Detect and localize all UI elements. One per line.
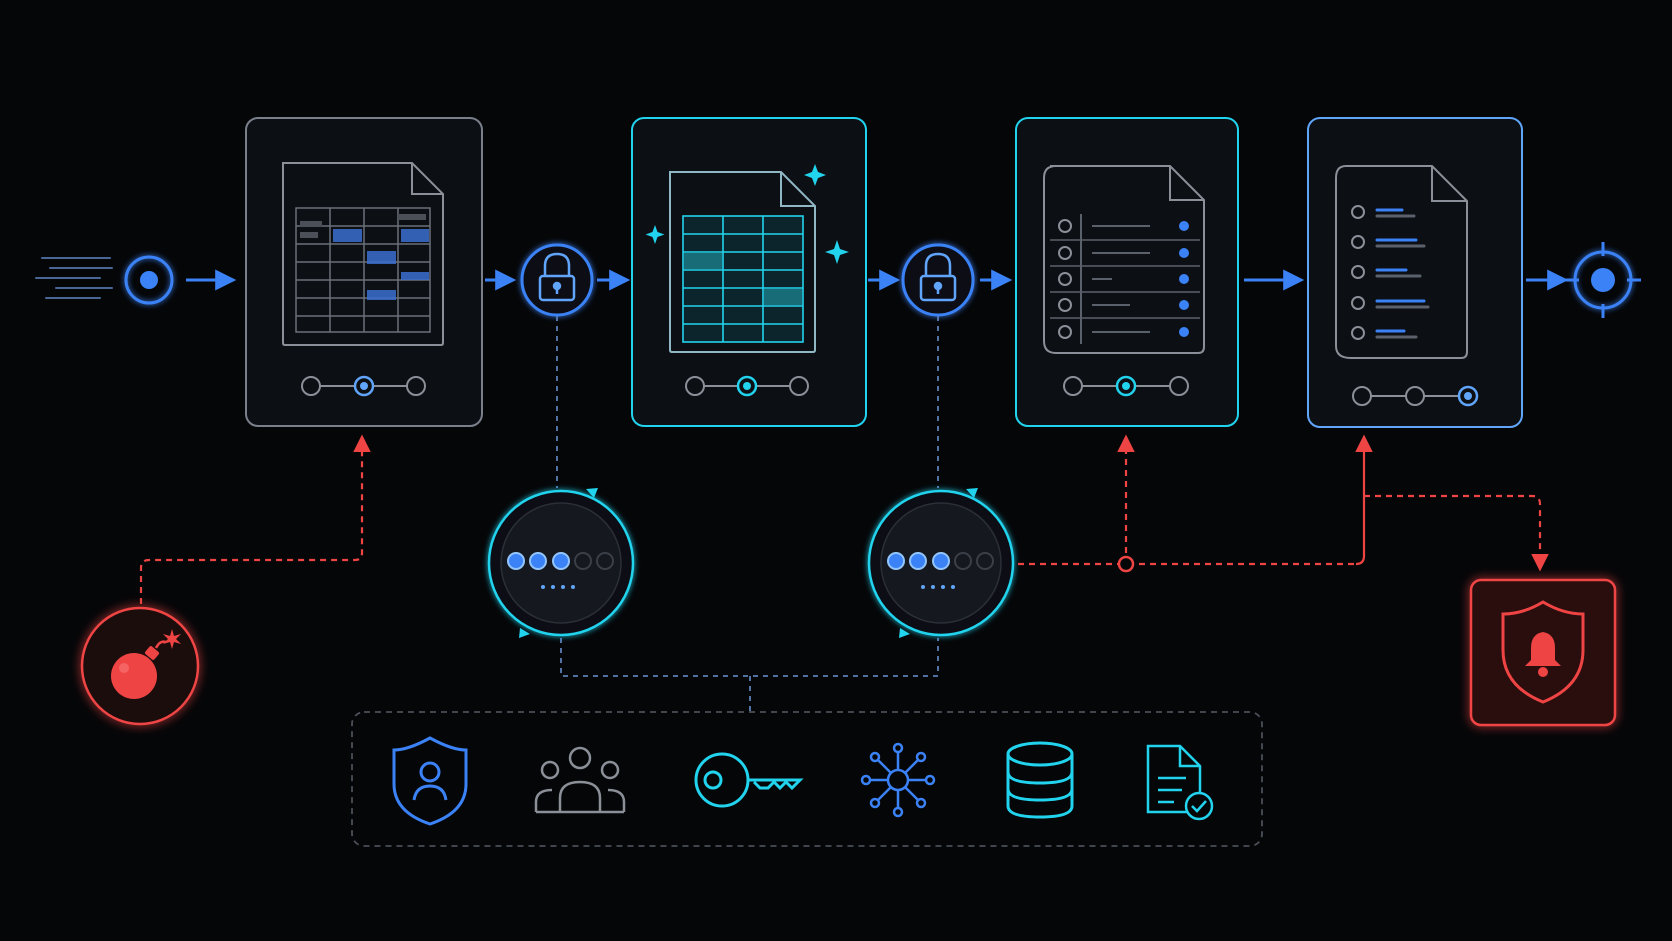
cycle-arrow-icon: [966, 488, 978, 498]
alert-panel[interactable]: [1469, 578, 1617, 727]
junction-node: [1117, 555, 1135, 573]
password-dots: [507, 552, 614, 570]
cycle-arrow-icon: [899, 628, 910, 638]
database-icon[interactable]: [1006, 741, 1074, 819]
motion-lines: [35, 257, 113, 299]
threat-connectors: [139, 434, 1549, 604]
password-dots: [887, 552, 994, 570]
stage-card-clean-spreadsheet[interactable]: [631, 117, 867, 427]
cycle-arrow-icon: [586, 488, 598, 498]
padlock-icon: [538, 252, 576, 302]
target-node: [1565, 242, 1641, 318]
entry-dot: [140, 271, 158, 289]
padlock-icon: [919, 252, 957, 302]
password-cycle-2[interactable]: [867, 488, 1015, 638]
lock-1[interactable]: [520, 243, 594, 317]
stage-card-checklist-document[interactable]: [1015, 117, 1239, 427]
security-toolbar: [351, 711, 1263, 847]
progress-indicator: [301, 375, 426, 397]
progress-indicator: [1352, 385, 1479, 407]
entry-node: [35, 255, 174, 305]
password-mask-dots: [541, 585, 575, 589]
checklist-document-icon: [1043, 165, 1205, 354]
progress-indicator: [685, 375, 809, 397]
lock-2[interactable]: [901, 243, 975, 317]
spreadsheet-document-icon: [282, 162, 444, 346]
shield-alarm-icon: [1501, 600, 1585, 704]
user-group-icon[interactable]: [534, 746, 626, 814]
stage-card-report-document[interactable]: [1307, 117, 1523, 428]
password-cycle-1[interactable]: [487, 488, 635, 638]
entry-ring: [124, 255, 174, 305]
highlighted-spreadsheet-document-icon: [669, 171, 816, 353]
threat-source[interactable]: [80, 606, 200, 726]
lock-connectors: [556, 316, 939, 712]
sparkle-icon: [645, 164, 849, 264]
verified-document-icon[interactable]: [1146, 744, 1214, 821]
network-hub-icon[interactable]: [860, 742, 936, 818]
bomb-icon: [111, 629, 181, 699]
cycle-arrow-icon: [519, 628, 530, 638]
list-document-icon: [1335, 165, 1468, 359]
stage-card-raw-spreadsheet[interactable]: [245, 117, 483, 427]
password-mask-dots: [921, 585, 955, 589]
progress-indicator: [1063, 375, 1189, 397]
user-shield-icon[interactable]: [392, 736, 468, 826]
key-icon[interactable]: [694, 752, 804, 808]
